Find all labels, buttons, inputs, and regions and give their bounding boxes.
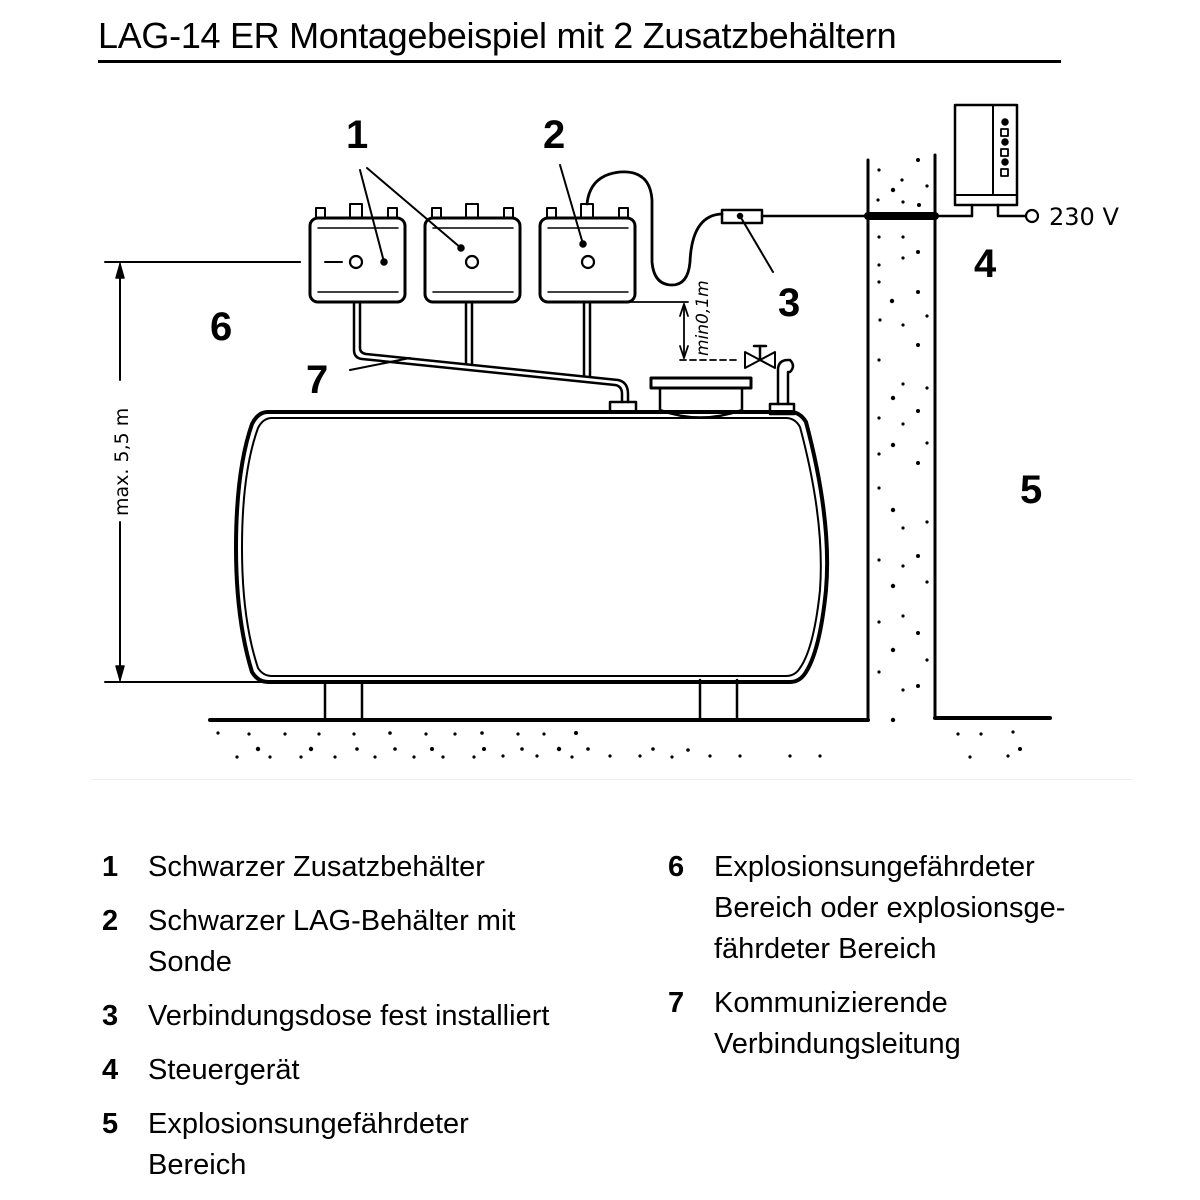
min-distance-dimension: [587, 301, 741, 361]
separator: [92, 779, 1132, 780]
legend-number: 1: [102, 851, 119, 883]
callout-leaders: [349, 164, 774, 371]
max-height-label: max. 5,5 m: [111, 408, 133, 516]
probe-cable: [585, 170, 724, 287]
auxiliary-container-1: [259, 203, 407, 304]
legend-text: Schwarzer LAG-Behälter mit Sonde: [148, 905, 516, 978]
wall: [866, 153, 937, 722]
legend-item: 6 Explosionsungefährdeter Bereich oder e…: [668, 847, 1168, 970]
legend-number: 4: [102, 1054, 119, 1086]
legend-item: 3 Verbindungsdose fest installiert: [102, 996, 642, 1037]
callout-2: 2: [543, 113, 565, 157]
legend-left: 1 Schwarzer Zusatzbehälter 2 Schwarzer L…: [102, 847, 642, 1199]
legend-item: 7 Kommunizierende Verbindungsleitung: [668, 983, 1168, 1065]
voltage-label: 230 V: [1049, 203, 1119, 231]
lag-container-with-probe: [538, 203, 637, 304]
legend-text: Steuergerät: [148, 1054, 300, 1086]
installation-diagram: 1 2 3 4 5 6 7 230 V max. 5,5 m min0,1m: [104, 103, 1119, 759]
vent-valve: [744, 344, 795, 406]
max-height-dimension: [104, 261, 301, 683]
legend-text: Verbindungsdose fest installiert: [148, 1000, 550, 1032]
tank-supports: [323, 678, 739, 722]
communicating-pipe: [352, 302, 630, 404]
legend-item: 5 Explosionsungefährdeter Bereich: [102, 1104, 642, 1186]
auxiliary-container-2: [423, 203, 522, 304]
legend-number: 3: [102, 1000, 119, 1032]
legend-number: 7: [668, 987, 685, 1019]
legend-item: 4 Steuergerät: [102, 1050, 642, 1091]
callout-6: 6: [210, 305, 232, 349]
callout-7: 7: [306, 358, 328, 402]
callout-1: 1: [346, 113, 368, 157]
min-distance-label: min0,1m: [693, 280, 713, 356]
page-title: LAG-14 ER Montagebeispiel mit 2 Zusatzbe…: [98, 15, 897, 56]
legend-item: 2 Schwarzer LAG-Behälter mit Sonde: [102, 901, 642, 983]
legend-item: 1 Schwarzer Zusatzbehälter: [102, 847, 642, 888]
legend-text: Schwarzer Zusatzbehälter: [148, 851, 485, 883]
title-underline: [98, 60, 1061, 63]
legend-right: 6 Explosionsungefährdeter Bereich oder e…: [668, 847, 1168, 1078]
callout-3: 3: [778, 281, 800, 325]
legend-number: 2: [102, 905, 119, 937]
ground: [208, 716, 1052, 722]
callout-4: 4: [974, 242, 997, 286]
callout-5: 5: [1020, 468, 1042, 512]
legend-number: 6: [668, 851, 685, 883]
legend-text: Kommunizierende Verbindungsleitung: [714, 987, 961, 1060]
legend-number: 5: [102, 1108, 119, 1140]
concrete-texture: [216, 158, 1022, 759]
control-unit: [953, 103, 1040, 224]
legend-text: Explosionsungefährdeter Bereich: [148, 1108, 469, 1181]
storage-tank: [234, 376, 830, 684]
legend-text: Explosionsungefährdeter Bereich oder exp…: [714, 851, 1066, 965]
